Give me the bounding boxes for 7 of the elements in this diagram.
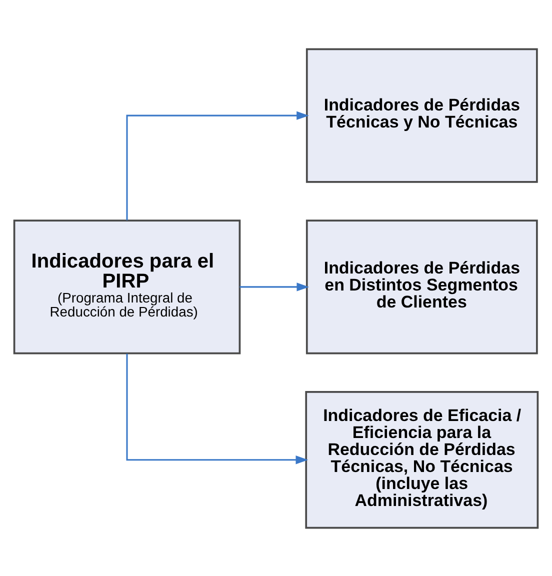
node-box: Indicadores de Pérdidas Técnicas y No Técnicas bbox=[306, 48, 538, 182]
node-box: Indicadores de Pérdidas en Distintos Segmentos de Clientes bbox=[306, 219, 538, 354]
node-box: Indicadores de Eficacia / Eficiencia para la Reducción de Pérdidas Técnicas, No Técnicas (incluye las Administrativas) bbox=[305, 390, 539, 528]
arrow bbox=[126, 110, 309, 220]
arrow bbox=[240, 282, 310, 291]
node-box: Indicadores para el PIRP (Programa Integral de Reducción de Pérdidas) bbox=[13, 219, 241, 354]
arrow bbox=[126, 353, 308, 464]
